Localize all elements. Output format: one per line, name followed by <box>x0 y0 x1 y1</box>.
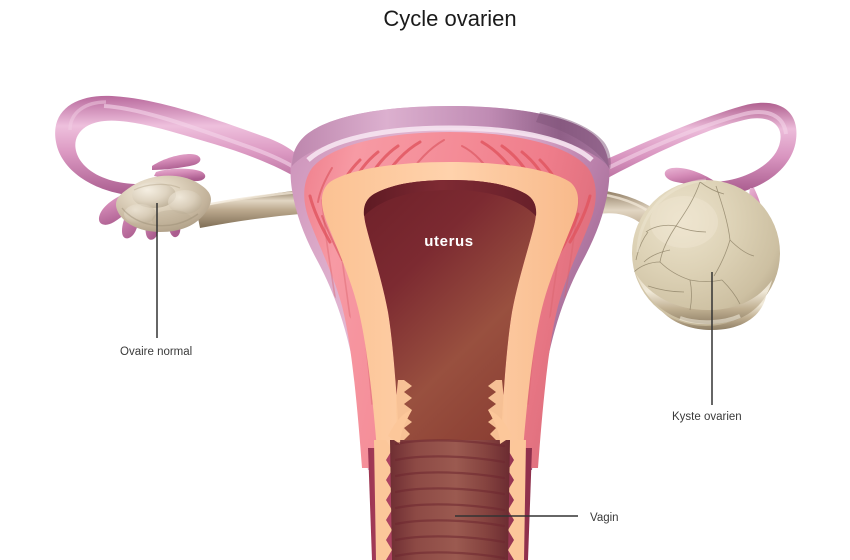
uterus: uterus <box>290 106 611 470</box>
vaginal-rugae <box>394 439 506 560</box>
endometrium <box>321 162 579 462</box>
uterus-label: uterus <box>424 233 473 250</box>
right-ovarian-cyst <box>632 178 780 330</box>
right-tube-highlight <box>603 110 788 172</box>
vaginal-mucosa-right <box>508 440 526 560</box>
serosa-inner-line <box>306 125 594 162</box>
vagina: Vagin <box>368 410 619 560</box>
vaginal-mucosa-left <box>374 440 392 560</box>
vagina-label: Vagin <box>590 512 619 524</box>
left-ovary <box>115 175 211 232</box>
left-adnexa: Ovaire normal <box>55 95 303 358</box>
left-fallopian-tube <box>55 95 303 197</box>
vaginal-lumen <box>390 440 510 560</box>
right-adnexa: Kyste ovarien <box>598 102 797 423</box>
cyst-surface-veins <box>633 181 755 311</box>
posterior-fornix <box>488 410 512 444</box>
right-fallopian-tube <box>600 102 797 196</box>
cavity-top-lip <box>363 180 537 216</box>
uterine-cavity <box>364 180 536 462</box>
left-tube-highlight-2 <box>68 100 107 131</box>
left-ligament <box>196 190 300 228</box>
cyst-label: Kyste ovarien <box>672 411 742 423</box>
fundus-shadow <box>536 112 611 170</box>
figure-title: Cycle ovarien <box>383 6 516 31</box>
left-ligament-highlight <box>199 190 301 208</box>
left-tube-highlight <box>103 104 300 172</box>
uterine-fundus-serosa <box>292 106 608 166</box>
anterior-fornix <box>388 410 412 444</box>
left-ovary-label: Ovaire normal <box>120 346 192 358</box>
